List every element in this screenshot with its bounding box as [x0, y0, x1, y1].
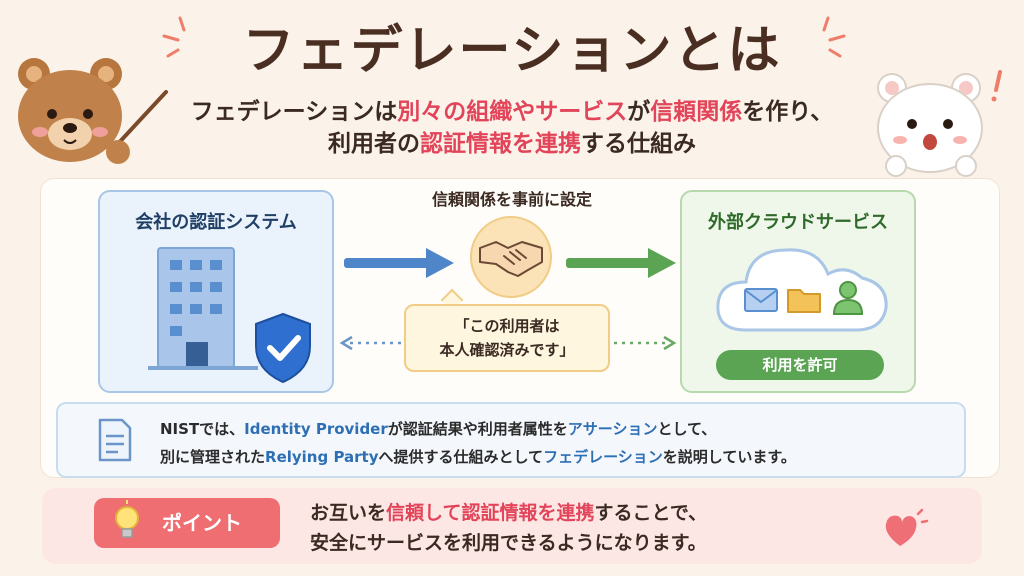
permit-badge: 利用を許可	[716, 350, 884, 380]
nist-note-box	[56, 402, 966, 478]
document-icon	[98, 418, 132, 462]
speech-line-1: 「この利用者は	[454, 317, 560, 335]
point-box: ポイント お互いを信頼して認証情報を連携することで、 安全にサービスを利用できる…	[42, 488, 982, 564]
arrow-right-icon	[566, 248, 676, 278]
shield-check-icon	[255, 312, 311, 384]
white-bear-icon	[877, 70, 1002, 177]
speech-bubble: 「この利用者は 本人確認済みです」	[404, 304, 610, 372]
lightbulb-icon	[115, 500, 139, 538]
bear-pointer-icon	[18, 58, 168, 164]
handshake-icon	[479, 241, 543, 277]
building-icon	[148, 247, 258, 370]
cloud-service-title: 外部クラウドサービス	[708, 212, 888, 233]
subtitle-line-2: 利用者の認証情報を連携する仕組み	[328, 131, 696, 157]
user-icon	[832, 281, 864, 315]
folder-icon	[787, 289, 821, 313]
trust-setup-label: 信頼関係を事前に設定	[431, 190, 592, 209]
speech-line-2: 本人確認済みです」	[439, 341, 575, 359]
dotted-arrow-right-icon	[614, 335, 677, 351]
point-text-line-2: 安全にサービスを利用できるようになります。	[310, 532, 707, 554]
point-text-line-1: お互いを信頼して認証情報を連携することで、	[310, 502, 708, 524]
company-auth-system-title: 会社の認証システム	[135, 212, 297, 233]
mail-icon	[744, 288, 778, 312]
dotted-arrow-left-icon	[339, 335, 402, 351]
nist-text-line-1: NISTでは、Identity Providerが認証結果や利用者属性をアサーシ…	[160, 420, 717, 438]
nist-text-line-2: 別に管理されたRelying Partyへ提供する仕組みとしてフェデレーションを…	[160, 448, 796, 466]
sparkle-left-icon	[162, 16, 186, 58]
page-title: フェデレーションとは	[242, 21, 782, 81]
subtitle-line-1: フェデレーションは別々の組織やサービスが信頼関係を作り、	[190, 99, 834, 125]
arrow-right-icon	[344, 248, 454, 278]
sparkle-right-icon	[822, 16, 846, 58]
point-badge-label: ポイント	[162, 511, 242, 535]
heart-icon	[885, 508, 929, 546]
